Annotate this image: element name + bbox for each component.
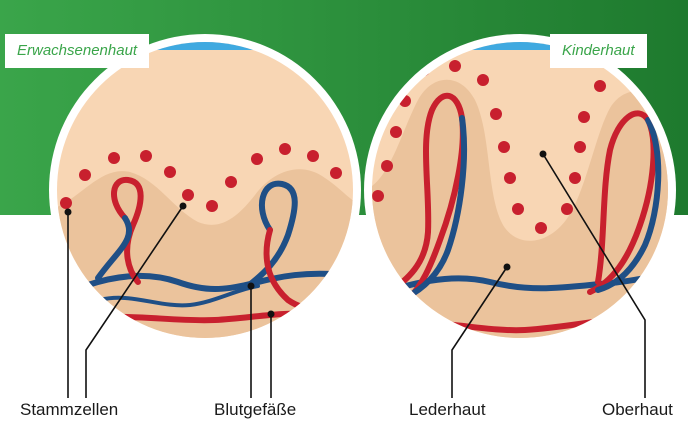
callout-dot [504,264,511,271]
stem-cell [477,74,489,86]
stem-cell [569,172,581,184]
stem-cell [372,190,384,202]
stem-cell [79,169,91,181]
callout-dot [248,283,255,290]
child-skin-title: Kinderhaut [550,34,647,68]
stem-cell [330,167,342,179]
stem-cell [512,203,524,215]
stem-cell [108,152,120,164]
callout-dot [180,203,187,210]
callout-dot [268,311,275,318]
label-blutgefaesse: Blutgefäße [214,400,296,420]
stem-cell [279,143,291,155]
stem-cell [206,200,218,212]
callout-dot [540,151,547,158]
stem-cell [182,189,194,201]
callout-dot [65,209,72,216]
stem-cell [449,60,461,72]
label-stammzellen: Stammzellen [20,400,118,420]
stem-cell [490,108,502,120]
stem-cell [60,197,72,209]
stem-cell [307,150,319,162]
stem-cell [578,111,590,123]
stem-cell [140,150,152,162]
stem-cell [164,166,176,178]
stem-cell [504,172,516,184]
stem-cell [225,176,237,188]
stem-cell [381,160,393,172]
stem-cell [535,222,547,234]
adult-skin-title: Erwachsenenhaut [5,34,149,68]
stem-cell [251,153,263,165]
stem-cell [594,80,606,92]
stem-cell [561,203,573,215]
label-oberhaut: Oberhaut [602,400,673,420]
stem-cell [390,126,402,138]
stem-cell [574,141,586,153]
stem-cell [498,141,510,153]
label-lederhaut: Lederhaut [409,400,486,420]
